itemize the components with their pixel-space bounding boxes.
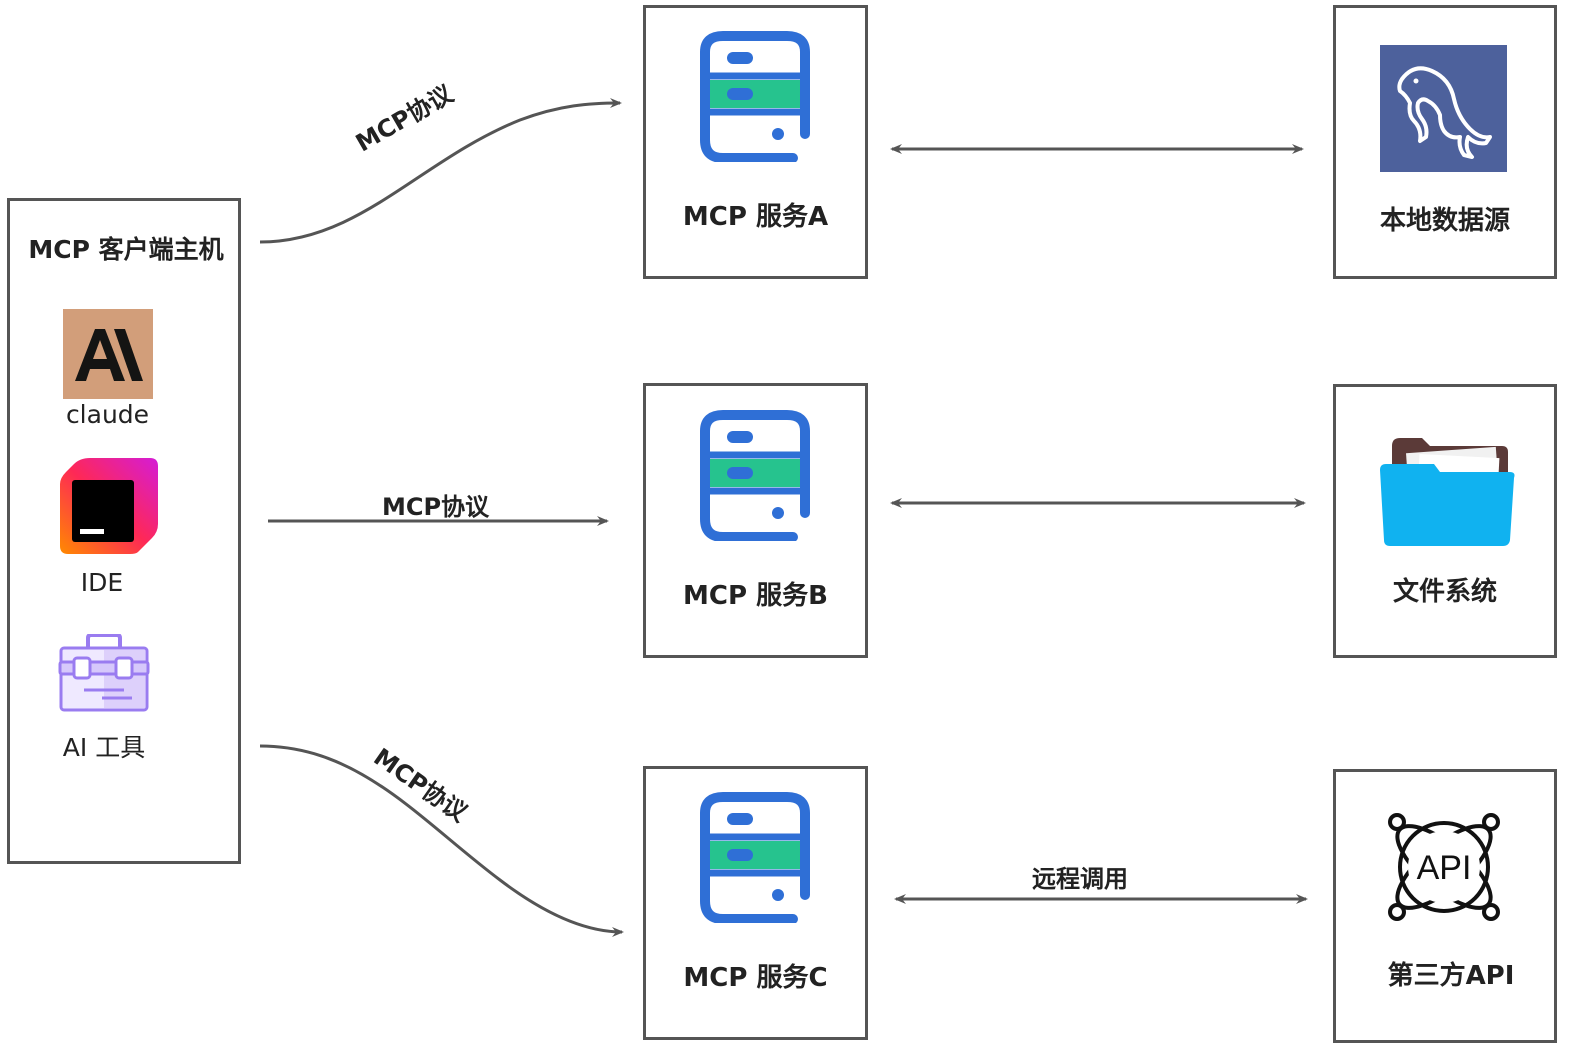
server-b-label: MCP 服务B <box>683 581 828 611</box>
server-c-box <box>643 766 868 1040</box>
server-b-icon <box>699 409 811 542</box>
server-a-icon <box>699 30 811 163</box>
claude-label: claude <box>65 400 150 429</box>
api-label: 第三方API <box>1387 961 1515 991</box>
arrow-client-to-server-c <box>259 744 624 937</box>
client-host-title: MCP 客户端主机 <box>28 235 224 264</box>
server-c-icon <box>699 791 811 924</box>
folder-icon <box>1378 436 1516 548</box>
filesystem-label: 文件系统 <box>1392 577 1497 607</box>
ai-tools-label: AI 工具 <box>62 733 146 762</box>
datasource-label: 本地数据源 <box>1379 206 1510 236</box>
ide-logo-icon <box>60 458 158 554</box>
svg-text:API: API <box>1417 849 1472 887</box>
api-box <box>1333 769 1557 1043</box>
server-c-label: MCP 服务C <box>683 963 828 993</box>
server-a-box <box>643 5 868 279</box>
remote-call-label: 远程调用 <box>1032 865 1128 893</box>
server-b-box <box>643 383 868 658</box>
protocol-label-b: MCP协议 <box>382 493 490 521</box>
mysql-dolphin-icon <box>1380 45 1507 172</box>
toolbox-icon <box>58 633 150 712</box>
claude-logo-icon <box>63 309 153 399</box>
api-icon: API <box>1385 808 1503 926</box>
server-a-label: MCP 服务A <box>682 202 829 232</box>
arrow-client-to-server-a <box>259 98 622 244</box>
ide-label: IDE <box>80 568 124 597</box>
